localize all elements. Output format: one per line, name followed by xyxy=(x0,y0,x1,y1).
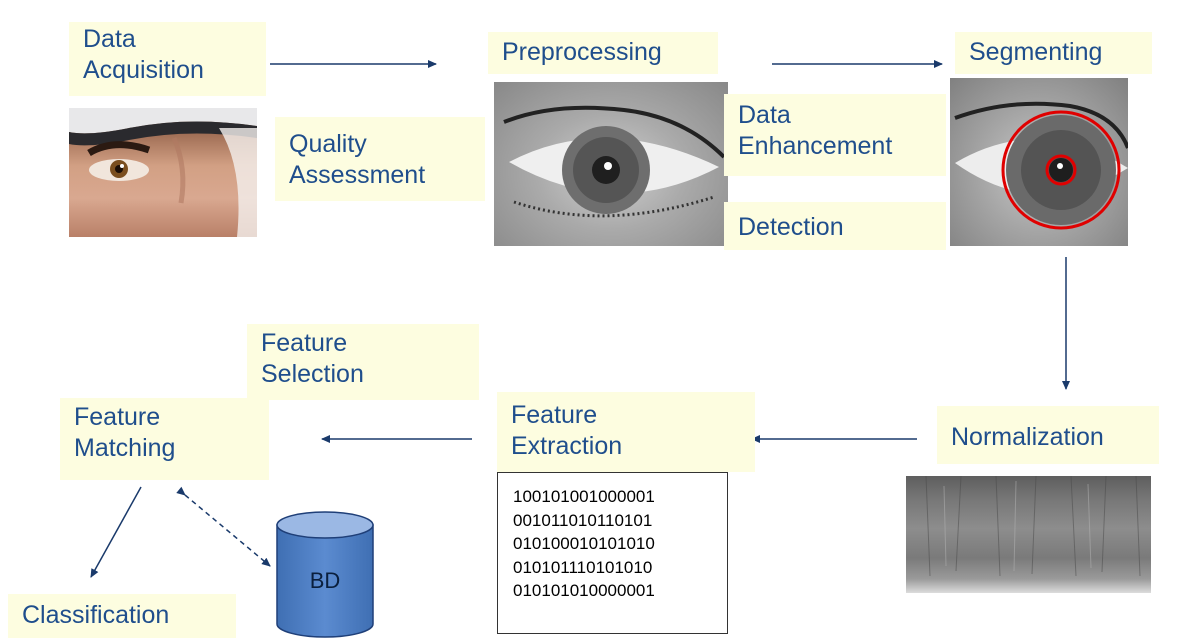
label-segmenting: Segmenting xyxy=(955,32,1152,74)
code-line: 100101001000001 xyxy=(513,487,655,506)
label-feature-matching: Feature Matching xyxy=(60,398,269,480)
label-detection: Detection xyxy=(724,202,946,250)
code-line: 010101110101010 xyxy=(513,557,653,577)
label-classification: Classification xyxy=(8,594,236,638)
pupil-boundary-ring xyxy=(1045,154,1077,186)
label-data-enhancement: Data Enhancement xyxy=(724,94,946,176)
database-label: BD xyxy=(309,568,341,593)
arrow-matching-to-classification xyxy=(90,486,142,578)
label-quality-assessment: Quality Assessment xyxy=(275,117,485,201)
database-cylinder xyxy=(276,511,374,638)
code-line: 010100010101010 xyxy=(513,534,655,553)
label-normalization: Normalization xyxy=(937,406,1159,464)
label-preprocessing: Preprocessing xyxy=(488,32,718,74)
iris-boundary-ring xyxy=(1001,110,1121,230)
code-line: 010101010000001 xyxy=(513,581,655,600)
arrow-matching-database xyxy=(176,486,271,567)
segmented-eye-image xyxy=(950,78,1128,246)
normalized-strip-texture xyxy=(925,476,1141,577)
code-line: 001011010110101 xyxy=(513,510,653,530)
label-feature-selection: Feature Selection xyxy=(247,324,479,400)
face-photo-illustration xyxy=(69,108,257,237)
label-feature-extraction: Feature Extraction xyxy=(497,392,755,472)
face-photo xyxy=(69,108,257,237)
label-data-acquisition: Data Acquisition xyxy=(69,22,266,96)
segmented-eye-illustration xyxy=(954,101,1128,230)
feature-code-box: 100101001000001 001011010110101 01010001… xyxy=(497,472,728,634)
preprocessed-eye-image xyxy=(494,82,728,246)
normalized-iris-strip xyxy=(906,476,1151,593)
eye-illustration xyxy=(503,105,726,218)
